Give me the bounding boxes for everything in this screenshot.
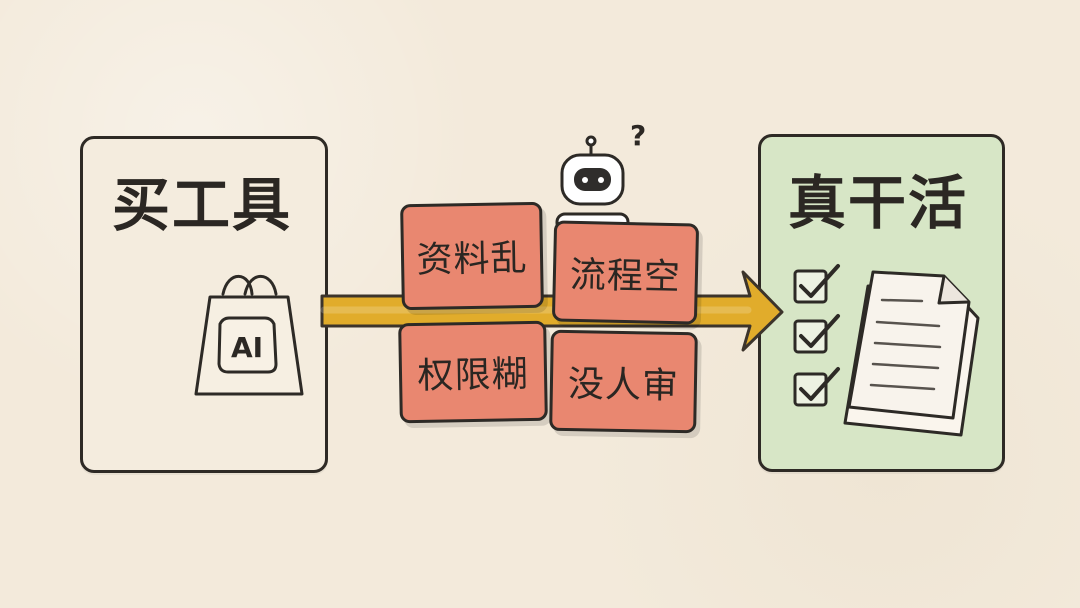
bag-ai-text: AI xyxy=(231,331,263,364)
robot-icon: ? xyxy=(557,119,646,231)
checkbox-icon xyxy=(795,316,838,352)
issue-card-unclear-permissions: 权限糊 xyxy=(398,321,548,424)
issue-card-messy-data: 资料乱 xyxy=(400,202,544,310)
checkbox-icon xyxy=(795,369,838,405)
checkbox-list xyxy=(795,266,838,405)
robot-question-symbol: ? xyxy=(630,119,646,152)
issue-card-no-review: 没人审 xyxy=(549,330,698,434)
issue-card-empty-process: 流程空 xyxy=(552,220,699,324)
checkbox-icon xyxy=(795,266,838,302)
shopping-bag-icon: AI xyxy=(196,276,302,394)
document-icon xyxy=(845,272,978,435)
